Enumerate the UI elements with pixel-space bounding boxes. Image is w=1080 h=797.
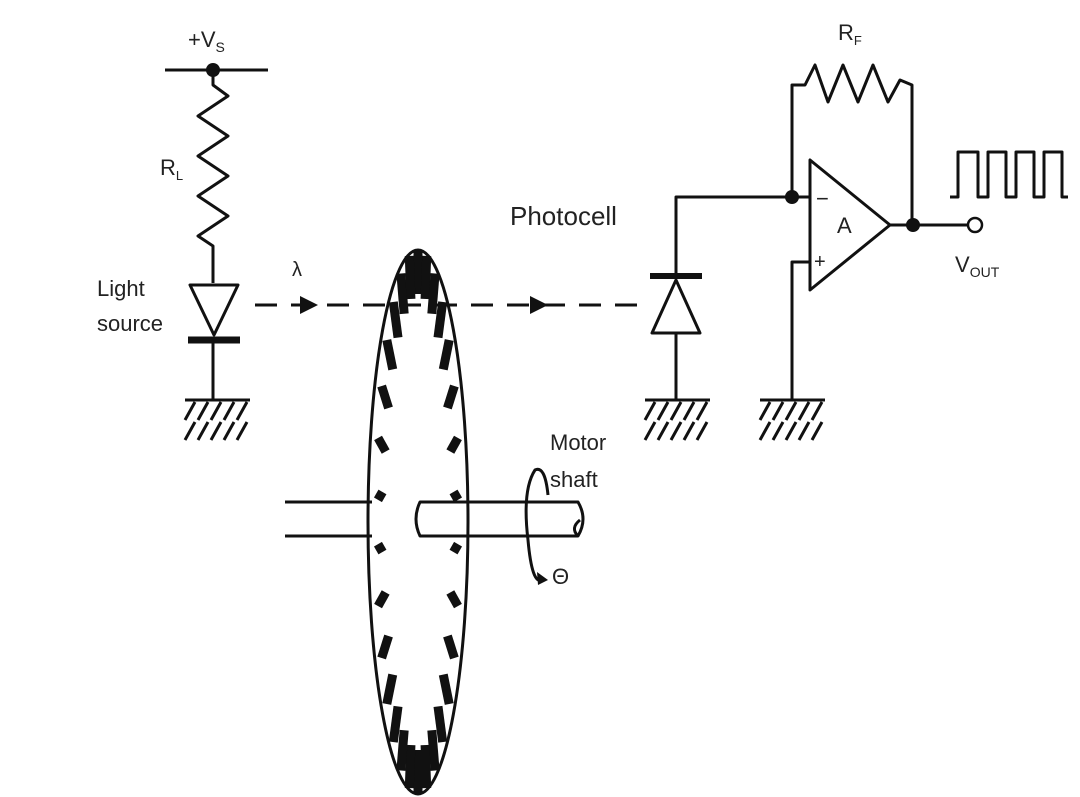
light-source-label-2: source [97, 311, 163, 336]
disc-slot [427, 273, 440, 315]
disc-slot [433, 705, 448, 743]
light-source-diode [188, 283, 240, 337]
light-source-label-1: Light [97, 276, 145, 301]
op-amp [808, 158, 892, 292]
beam-arrow [530, 296, 548, 314]
disc-slot [404, 255, 416, 300]
disc-slot [443, 384, 459, 410]
photocell-diode [650, 278, 702, 335]
inverting-input-sign: − [816, 186, 829, 211]
disc-slot [449, 541, 463, 555]
disc-slot [433, 301, 448, 339]
op-amp-label: A [837, 213, 852, 238]
noninverting-input-sign: + [814, 251, 826, 273]
output-label: VOUT [955, 252, 1000, 280]
feedback-resistor [790, 63, 914, 225]
disc-slot [374, 435, 390, 454]
disc-slot [388, 705, 403, 743]
disc-slot [396, 729, 409, 771]
feedback-resistor-label: RF [838, 20, 862, 48]
disc-slot [373, 489, 387, 503]
output-node [906, 218, 920, 232]
load-resistor [196, 70, 230, 283]
output-terminal [966, 216, 984, 234]
disc-slot [382, 673, 398, 705]
disc-slot [373, 541, 387, 555]
rotation-label: Θ [552, 564, 569, 589]
disc-slot [377, 384, 393, 410]
supply-label: +VS [188, 27, 225, 55]
disc-slot [388, 301, 403, 339]
disc-slot [438, 673, 454, 705]
disc-slot [420, 255, 432, 300]
motor-shaft-label-2: shaft [550, 467, 598, 492]
ground-symbol [758, 398, 825, 441]
disc-slots [373, 250, 463, 794]
disc-slot [443, 634, 459, 660]
disc-slot [374, 590, 390, 609]
load-resistor-label: RL [160, 155, 183, 183]
beam-arrow [300, 296, 318, 314]
disc-slot [449, 489, 463, 503]
ground-symbol [643, 398, 710, 441]
disc-slot [446, 590, 462, 609]
disc-slot [446, 435, 462, 454]
wavelength-label: λ [292, 259, 302, 281]
photocell-wire [674, 195, 792, 276]
disc-slot [438, 339, 454, 371]
square-wave-output [950, 150, 1068, 199]
disc-slot [382, 339, 398, 371]
ground-symbol [183, 398, 250, 441]
photocell-label: Photocell [510, 201, 617, 231]
motor-shaft-label-1: Motor [550, 430, 606, 455]
encoder-disc [366, 248, 470, 796]
disc-slot [427, 729, 440, 771]
disc-slot [404, 744, 416, 789]
disc-slot [420, 744, 432, 789]
disc-slot [377, 634, 393, 660]
disc-slot [396, 273, 409, 315]
motor-shaft [285, 467, 585, 585]
